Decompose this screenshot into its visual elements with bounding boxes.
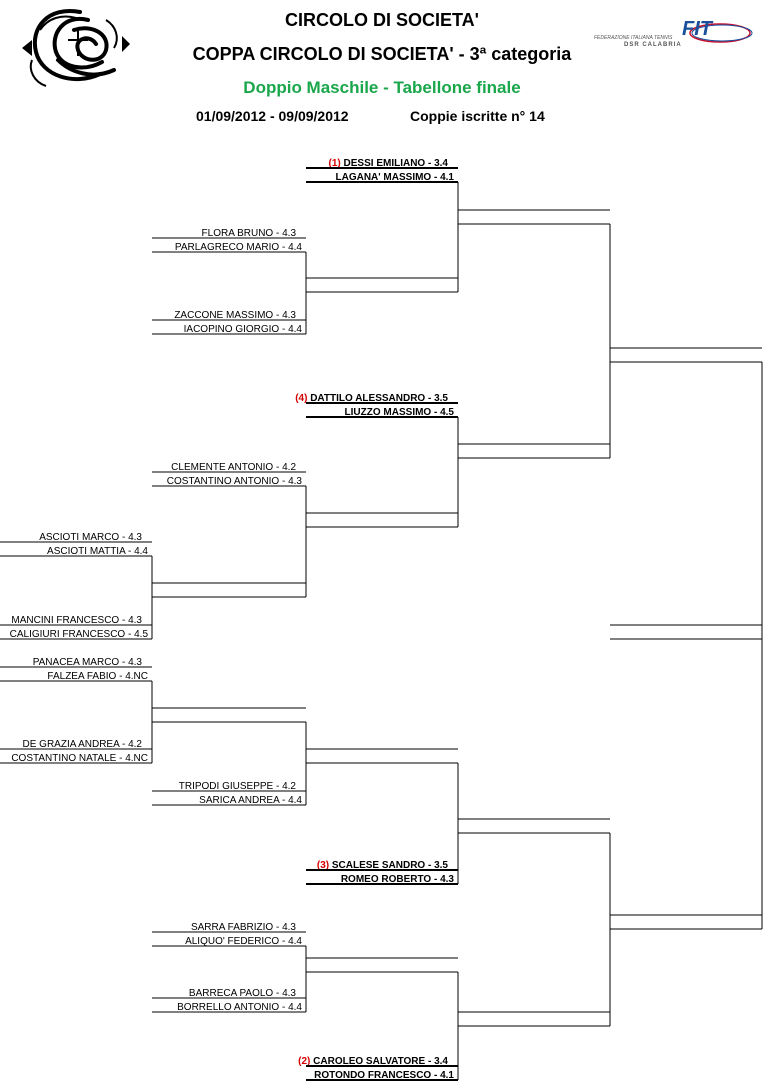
player-name: COSTANTINO ANTONIO - 4.3 <box>167 476 303 487</box>
player-name: ASCIOTI MARCO - 4.3 <box>39 532 142 543</box>
fit-federation: FEDERAZIONE ITALIANA TENNIS <box>594 35 673 41</box>
player-name: ASCIOTI MATTIA - 4.4 <box>47 546 148 557</box>
player-name: FALZEA FABIO - 4.NC <box>47 671 148 682</box>
player-name: SARRA FABRIZIO - 4.3 <box>191 922 296 933</box>
fit-brand: FIT <box>682 18 712 40</box>
player-name: PARLAGRECO MARIO - 4.4 <box>175 242 303 253</box>
player-name: (3) SCALESE SANDRO - 3.5 <box>317 860 449 871</box>
player-name: IACOPINO GIORGIO - 4.4 <box>184 324 303 335</box>
player-name: LIUZZO MASSIMO - 4.5 <box>345 407 455 418</box>
tournament-dates: 01/09/2012 - 09/09/2012 <box>196 108 349 124</box>
player-name: PANACEA MARCO - 4.3 <box>33 657 143 668</box>
player-name: ROMEO ROBERTO - 4.3 <box>341 874 455 885</box>
player-name: TRIPODI GIUSEPPE - 4.2 <box>179 781 297 792</box>
player-name: SARICA ANDREA - 4.4 <box>199 795 302 806</box>
player-name: BORRELLO ANTONIO - 4.4 <box>177 1002 302 1013</box>
fit-region: DSR CALABRIA <box>624 42 682 48</box>
player-name: BARRECA PAOLO - 4.3 <box>189 988 297 999</box>
player-name: FLORA BRUNO - 4.3 <box>202 228 297 239</box>
seed-number: (3) <box>317 860 332 871</box>
player-name: ALIQUO' FEDERICO - 4.4 <box>185 936 302 947</box>
player-name: (4) DATTILO ALESSANDRO - 3.5 <box>295 393 448 404</box>
player-name: MANCINI FRANCESCO - 4.3 <box>11 615 142 626</box>
seed-number: (1) <box>329 158 344 169</box>
player-name: ZACCONE MASSIMO - 4.3 <box>174 310 296 321</box>
player-name: LAGANA' MASSIMO - 4.1 <box>336 172 455 183</box>
page-subtitle: COPPA CIRCOLO DI SOCIETA' - 3ª categoria <box>192 44 572 64</box>
player-name: COSTANTINO NATALE - 4.NC <box>11 753 148 764</box>
player-name: ROTONDO FRANCESCO - 4.1 <box>314 1070 454 1081</box>
club-logo-icon <box>22 9 130 87</box>
page-title: CIRCOLO DI SOCIETA' <box>285 10 479 30</box>
fit-logo: FIT FEDERAZIONE ITALIANA TENNIS DSR CALA… <box>590 18 758 52</box>
seed-number: (4) <box>295 393 310 404</box>
player-name: DE GRAZIA ANDREA - 4.2 <box>23 739 143 750</box>
player-name: CLEMENTE ANTONIO - 4.2 <box>171 462 296 473</box>
player-name: (1) DESSI EMILIANO - 3.4 <box>329 158 449 169</box>
player-name: CALIGIURI FRANCESCO - 4.5 <box>10 629 149 640</box>
entries-count: Coppie iscritte n° 14 <box>410 108 545 124</box>
player-name: (2) CAROLEO SALVATORE - 3.4 <box>298 1056 448 1067</box>
event-title: Doppio Maschile - Tabellone finale <box>243 78 521 97</box>
seed-number: (2) <box>298 1056 313 1067</box>
